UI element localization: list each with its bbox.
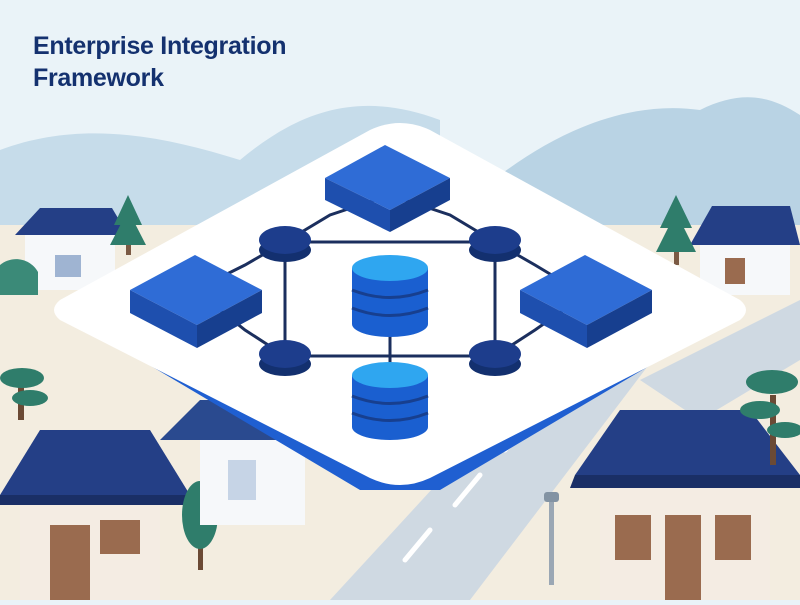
tree-lower-right (740, 370, 800, 465)
street-lamp (544, 492, 559, 585)
mountain-right (500, 97, 800, 241)
left-server-block (130, 255, 262, 348)
house-upper-left (15, 208, 128, 290)
top-server-block (325, 145, 450, 232)
tree-lower-left (0, 368, 48, 420)
connector-node-upper-left (259, 226, 311, 262)
road (330, 350, 660, 600)
house-lower-left (0, 430, 195, 600)
bush-left (0, 259, 38, 295)
tree-upper-left (110, 195, 146, 255)
tree-upper-right (656, 195, 696, 265)
connector-node-upper-right (469, 226, 521, 262)
connector-node-lower-left (259, 340, 311, 376)
database-lower (351, 362, 429, 440)
title-line-1: Enterprise Integration (33, 32, 287, 60)
house-upper-right (690, 206, 800, 295)
title-line-2: Framework (33, 64, 164, 92)
house-lower-right (570, 410, 800, 600)
page-title: Enterprise Integration Framework (33, 30, 453, 94)
right-server-block (520, 255, 652, 348)
database-upper (351, 255, 429, 337)
connector-node-lower-right (469, 340, 521, 376)
side-road (640, 300, 800, 420)
